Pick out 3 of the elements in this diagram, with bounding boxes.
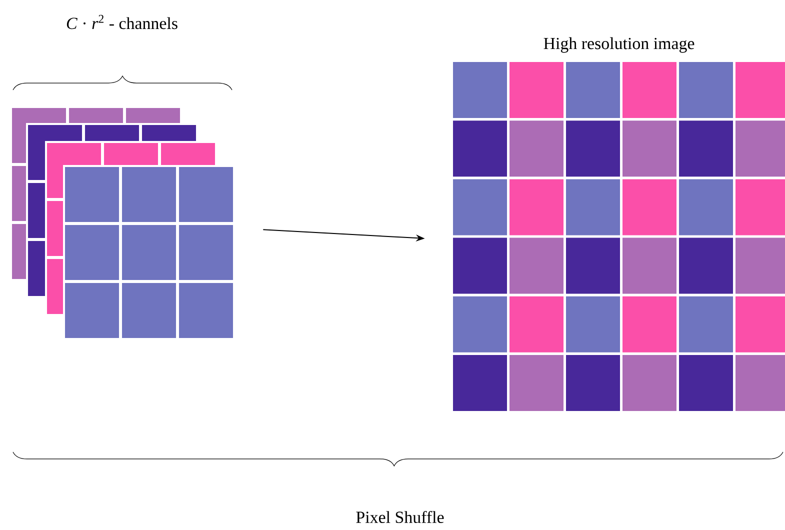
caption: Pixel Shuffle — [356, 510, 444, 524]
heading: C · r$^{2}$ - channels — [66, 14, 178, 30]
heading: High resolution image — [544, 37, 694, 53]
